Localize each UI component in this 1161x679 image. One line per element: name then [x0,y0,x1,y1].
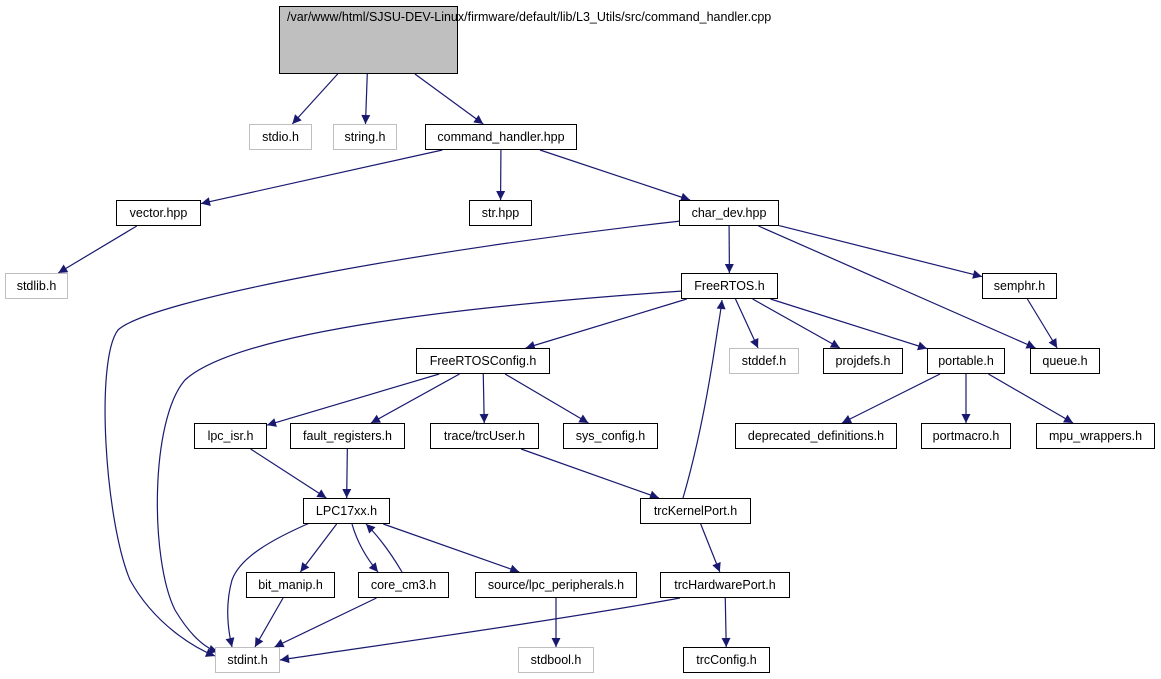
node-mpu-wrappers-h[interactable]: mpu_wrappers.h [1036,423,1155,449]
edge-freertos-h-to-stddef-h [734,298,759,349]
edge-root-to-command-handler-hpp [414,73,484,125]
edge-command-handler-hpp-to-char-dev-hpp [539,149,691,202]
edge-semphr-h-to-queue-h [1026,298,1058,349]
node-trcconfig-h[interactable]: trcConfig.h [683,647,770,673]
edge-root-to-string-h [361,73,371,125]
node-string-h[interactable]: string.h [333,124,397,150]
node-char-dev-hpp[interactable]: char_dev.hpp [679,200,779,226]
edge-char-dev-hpp-to-semphr-h [778,224,983,279]
edge-freertosconfig-h-to-trcuser-h [479,373,489,424]
node-str-hpp[interactable]: str.hpp [469,200,532,226]
edge-core-cm3-h-to-stdint-h [274,597,377,648]
node-portable-h[interactable]: portable.h [927,348,1005,374]
node-core-cm3-h[interactable]: core_cm3.h [358,572,449,598]
edge-freertos-h-to-stdint-h [156,290,684,654]
edge-freertos-h-to-freertosconfig-h [525,298,687,350]
edge-trchardwareport-h-to-stdint-h [279,597,681,664]
node-projdefs-h[interactable]: projdefs.h [823,348,903,374]
node-semphr-h[interactable]: semphr.h [982,273,1057,299]
edge-bit-manip-h-to-stdint-h [254,597,284,648]
edge-root-to-stdio-h [291,73,339,125]
edge-trckernelport-h-to-trchardwareport-h [700,523,721,573]
edge-command-handler-hpp-to-vector-hpp [200,149,443,207]
node-lpc17xx-h[interactable]: LPC17xx.h [303,498,390,524]
root-label-line-4: /src/command_handler.cpp [621,10,772,24]
node-sys-config-h[interactable]: sys_config.h [563,423,658,449]
edge-portable-h-to-mpu-wrappers-h [988,373,1074,424]
node-fault-registers-h[interactable]: fault_registers.h [290,423,405,449]
node-portmacro-h[interactable]: portmacro.h [921,423,1011,449]
edge-trcuser-h-to-trckernelport-h [520,448,660,500]
edge-vector-hpp-to-stdlib-h [57,225,138,274]
root-file-node: /var/www/html/SJSU -DEV-Linux/firmware /… [279,6,771,74]
node-vector-hpp[interactable]: vector.hpp [116,200,201,226]
edge-lpc17xx-h-to-bit-manip-h [299,523,338,573]
root-label-line-1: /var/www/html/SJSU [287,10,401,24]
edge-trckernelport-h-to-freertos-h [682,299,726,499]
edge-trchardwareport-h-to-trcconfig-h [721,597,731,648]
node-bit-manip-h[interactable]: bit_manip.h [246,572,335,598]
node-stddef-h[interactable]: stddef.h [729,348,799,374]
node-lpc-isr-h[interactable]: lpc_isr.h [194,423,267,449]
node-trckernelport-h[interactable]: trcKernelPort.h [640,498,751,524]
edge-freertosconfig-h-to-lpc-isr-h [266,373,440,427]
node-stdbool-h[interactable]: stdbool.h [518,647,594,673]
edge-lpc17xx-h-to-core-cm3-h [351,523,379,573]
edge-freertosconfig-h-to-fault-registers-h [370,373,460,424]
node-stdint-h[interactable]: stdint.h [215,647,280,673]
root-label-line-2: -DEV-Linux/firmware [400,10,516,24]
edge-fault-registers-h-to-lpc17xx-h [342,448,352,499]
root-label-line-3: /default/lib/L3_Utils [515,10,622,24]
edge-lpc17xx-h-to-stdint-h [225,521,313,648]
node-freertosconfig-h[interactable]: FreeRTOSConfig.h [416,348,550,374]
edge-freertos-h-to-portable-h [770,298,928,351]
edge-core-cm3-h-to-lpc17xx-h [365,523,403,573]
node-deprecated-definitions-h[interactable]: deprecated_definitions.h [735,423,897,449]
node-freertos-h[interactable]: FreeRTOS.h [681,273,778,299]
node-trace-trcuser-h[interactable]: trace/trcUser.h [430,423,539,449]
node-trchardwareport-h[interactable]: trcHardwarePort.h [660,572,790,598]
node-stdio-h[interactable]: stdio.h [249,124,312,150]
node-command-handler-hpp[interactable]: command_handler.hpp [425,124,577,150]
edge-portable-h-to-deprecated-definitions-h [841,373,941,424]
edge-freertos-h-to-projdefs-h [752,298,841,349]
edge-freertosconfig-h-to-sys-config-h [504,373,589,424]
edge-char-dev-hpp-to-queue-h [758,225,1036,349]
node-stdlib-h[interactable]: stdlib.h [5,273,68,299]
node-source-lpc-peripherals-h[interactable]: source/lpc_peripherals.h [475,572,637,598]
edge-lpc-isr-h-to-lpc17xx-h [250,448,327,499]
node-queue-h[interactable]: queue.h [1030,348,1100,374]
edge-lpc17xx-h-to-lpc-peripherals-h [383,523,520,574]
edge-char-dev-hpp-to-stdint-h [104,220,682,657]
